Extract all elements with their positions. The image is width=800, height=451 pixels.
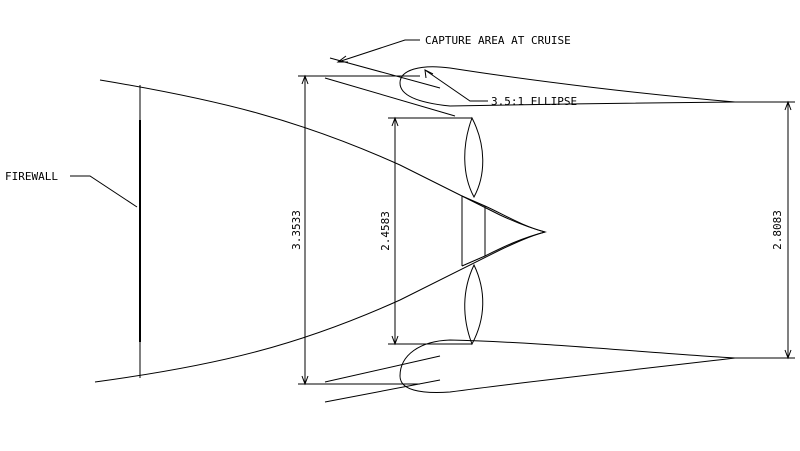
- lower-fan-blade: [464, 263, 484, 346]
- dim-fan-arrow-bottom: [391, 335, 399, 346]
- upper-nacelle-lip: [399, 66, 736, 107]
- dim-exit-arrow-bottom: [784, 349, 792, 360]
- capture-line-lower-b: [324, 379, 441, 403]
- capture-line-lower-a: [324, 355, 441, 383]
- capture-line-upper-b: [324, 77, 456, 117]
- body-upper-contour: [99, 79, 546, 233]
- firewall-leader: [70, 175, 138, 208]
- lower-nacelle-lip: [399, 339, 736, 393]
- dim-capture-value: 3.3533: [290, 210, 303, 250]
- body-lower-contour: [94, 231, 546, 383]
- dim-fan-value: 2.4583: [379, 211, 392, 251]
- dim-exit-value: 2.8083: [771, 210, 784, 250]
- spinner-hub: [461, 195, 547, 267]
- dim-exit-arrow-top: [784, 100, 792, 111]
- ellipse-arrowhead: [424, 69, 434, 79]
- capture-area-leader: [337, 39, 420, 63]
- dim-capture-arrow-top: [301, 74, 309, 85]
- dim-capture-arrow-bottom: [301, 375, 309, 386]
- capture-line-upper-a: [329, 57, 441, 89]
- capture-arrowhead: [336, 55, 348, 63]
- ellipse-label: 3.5:1 ELLIPSE: [491, 95, 577, 108]
- ellipse-leader: [424, 69, 488, 102]
- dim-fan-arrow-top: [391, 116, 399, 127]
- capture-area-label: CAPTURE AREA AT CRUISE: [425, 34, 571, 47]
- firewall-label: FIREWALL: [5, 170, 58, 183]
- upper-fan-blade: [464, 116, 484, 199]
